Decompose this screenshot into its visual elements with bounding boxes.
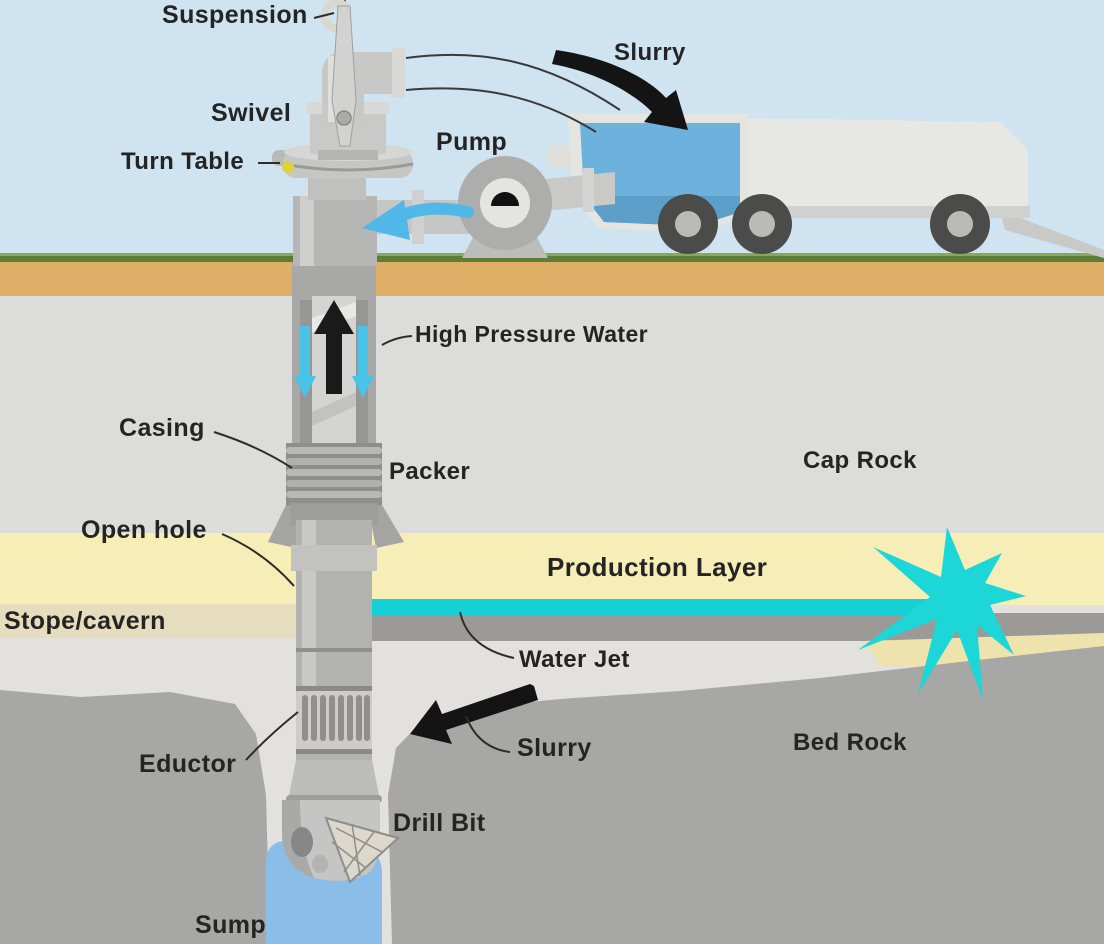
slurry-flow-arrow-top: [552, 50, 688, 130]
leader-lines: [213, 12, 515, 761]
suspension-bail: [320, 0, 357, 147]
slurry-flow-arrow-bottom: [410, 684, 538, 744]
truck-body: [742, 118, 1028, 214]
annulus-water-down-arrows: [294, 326, 374, 398]
pipe-joint-line: [296, 648, 372, 652]
open-hole-leader: [221, 533, 295, 587]
tank-bracket: [548, 146, 574, 168]
pipe-cut-mark-bottom: [312, 392, 356, 426]
water-jet-burst: [858, 527, 1026, 700]
pump-discharge-flange: [412, 190, 424, 244]
soil-layer: [0, 262, 1104, 296]
packer-section: [268, 443, 404, 548]
bit-nub: [312, 855, 328, 873]
eductor-section: [296, 686, 372, 754]
bit-cone: [324, 816, 401, 884]
pump-intake-pipe: [535, 172, 615, 212]
water-jet-leader: [459, 611, 515, 659]
truck-ramp: [1000, 210, 1104, 258]
label-open-hole: Open hole: [81, 516, 207, 544]
slurry-hose-line-lower: [405, 87, 597, 133]
grass-line: [0, 253, 1104, 263]
cap-rock-layer: [0, 296, 1104, 533]
water-jet-stream: [370, 599, 955, 616]
grass-highlight: [0, 253, 1104, 256]
slurry-hose-line-upper: [405, 53, 621, 111]
hpw-leader: [381, 335, 413, 346]
bed-rock-left: [0, 690, 270, 944]
label-turn-table: Turn Table: [121, 148, 245, 175]
label-high-pressure-water: High Pressure Water: [415, 321, 648, 347]
turn-table-marker: [282, 161, 294, 173]
label-stope-cavern: Stope/cavern: [4, 607, 166, 635]
slurry-up-arrow: [314, 300, 354, 394]
label-water-jet: Water Jet: [519, 646, 630, 673]
bit-port: [291, 827, 313, 857]
label-cap-rock: Cap Rock: [803, 447, 917, 474]
label-swivel: Swivel: [211, 99, 292, 127]
label-suspension: Suspension: [162, 1, 308, 29]
wellhead-highlight: [300, 196, 314, 266]
bed-rock-right: [388, 646, 1104, 944]
wellhead: [272, 0, 414, 266]
truck-wheels: [658, 194, 990, 254]
pump-hub: [491, 192, 519, 206]
casing-leader: [213, 431, 293, 469]
slurry-bottom-leader: [465, 715, 511, 753]
bit-neck: [288, 760, 380, 800]
label-sump: Sump: [195, 911, 267, 939]
label-pump: Pump: [436, 128, 508, 156]
pump-intake-flange: [583, 168, 594, 212]
label-slurry-bottom: Slurry: [517, 734, 592, 762]
suspension-leader: [313, 12, 335, 19]
label-casing: Casing: [119, 414, 205, 442]
pipe-collar: [291, 545, 377, 571]
label-production-layer: Production Layer: [547, 552, 768, 582]
label-bed-rock: Bed Rock: [793, 729, 907, 756]
drill-bit: [282, 760, 401, 884]
label-eductor: Eductor: [139, 750, 237, 778]
bit-cone-grid: [331, 823, 383, 877]
pump-flow-arrow: [362, 200, 474, 240]
pump-assembly: [370, 156, 615, 258]
label-packer: Packer: [389, 458, 471, 485]
label-slurry-top: Slurry: [614, 39, 686, 66]
bail-pivot-pin: [336, 110, 352, 126]
eductor-leader: [245, 711, 299, 761]
label-drill-bit: Drill Bit: [393, 809, 486, 837]
